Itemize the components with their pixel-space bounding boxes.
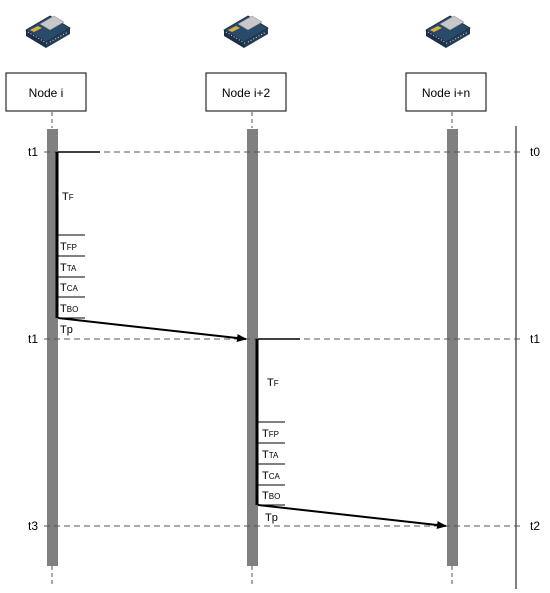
transmission-arrow (257, 504, 447, 529)
transmission-arrow (57, 317, 247, 342)
node-label: Node i+2 (222, 86, 271, 100)
node-i: Node i (5, 15, 87, 112)
activity-node-i-plus-2: TF TFP TTA TCA TBO Tp (255, 338, 300, 524)
phase-tta: TTA (60, 262, 77, 274)
phase-tbo: TBO (262, 490, 280, 502)
phase-tfp: TFP (60, 241, 77, 253)
lifeline-stubs (51, 112, 453, 586)
left-time-label: t1 (28, 332, 38, 346)
phase-tfp: TFP (262, 428, 279, 440)
node-i-plus-n: Node i+n (405, 15, 487, 112)
lifeline-node-i-plus-2 (247, 129, 258, 566)
node-i-plus-2: Node i+2 (205, 15, 287, 112)
lifeline-node-i (47, 129, 58, 566)
node-box (405, 72, 487, 112)
sensor-board-icon (25, 15, 71, 49)
phase-tp: Tp (265, 512, 278, 524)
sensor-board-icon (425, 15, 471, 49)
node-box (205, 72, 287, 112)
node-label: Node i+n (422, 86, 470, 100)
right-time-label: t2 (530, 519, 540, 533)
phase-tca: TCA (60, 282, 79, 294)
node-label: Node i (29, 86, 64, 100)
activity-node-i: TF TFP TTA TCA TBO Tp (55, 151, 100, 336)
left-time-label: t1 (28, 145, 38, 159)
phase-tca: TCA (262, 470, 281, 482)
node-box (5, 72, 87, 112)
phase-tp: Tp (60, 324, 73, 336)
lifeline-node-i-plus-n (447, 129, 458, 566)
phase-tf: TF (62, 191, 74, 203)
right-time-label: t0 (530, 145, 540, 159)
phase-tta: TTA (262, 449, 279, 461)
phase-tf: TF (267, 377, 279, 389)
phase-tbo: TBO (60, 303, 78, 315)
sensor-board-icon (223, 15, 269, 49)
left-time-label: t3 (28, 519, 38, 533)
right-time-label: t1 (530, 332, 540, 346)
